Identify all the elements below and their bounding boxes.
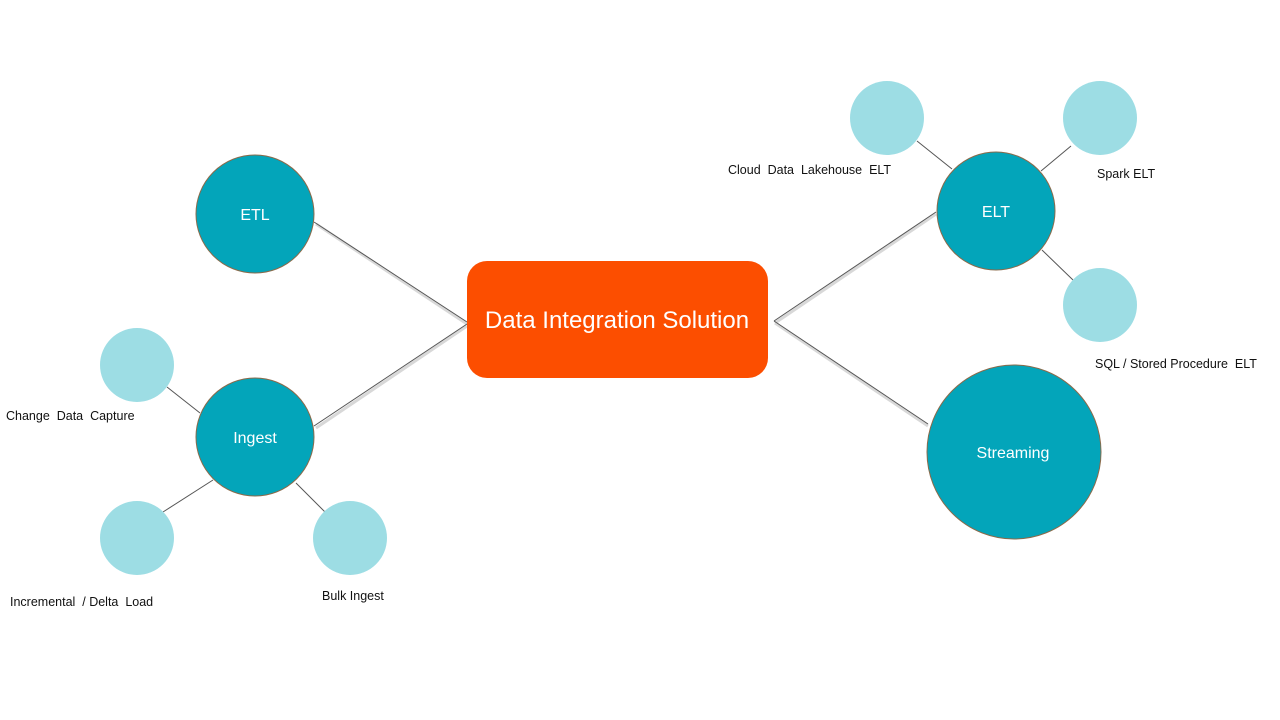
cloud-label: Cloud Data Lakehouse ELT [728,163,891,177]
cdc-label: Change Data Capture [6,409,135,423]
connector-shadow-streaming [774,321,929,428]
ingest-circle[interactable] [195,377,315,497]
streaming-label: Streaming [977,445,1050,462]
leaf-node-bulk[interactable]: Bulk Ingest [313,501,387,603]
streaming-circle[interactable] [926,364,1102,540]
leaf-node-cloud[interactable]: Cloud Data Lakehouse ELT [728,81,924,177]
elt-label: ELT [982,204,1010,221]
ingest-label: Ingest [233,430,277,447]
connector-shadow-elt [774,212,937,325]
connector-elt-spark [1040,145,1072,172]
main-node-box[interactable] [467,261,768,378]
leaf-node-spark[interactable]: Spark ELT [1063,81,1155,181]
sql-circle[interactable] [1063,268,1137,342]
leaf-node-incremental[interactable]: Incremental / Delta Load [10,501,174,609]
category-node-streaming[interactable]: Streaming [926,364,1102,540]
connector-shadow-etl [315,222,468,326]
leaf-node-cdc[interactable]: Change Data Capture [6,328,174,423]
main-node[interactable]: Data Integration Solution [467,261,768,378]
connector-shadow-ingest [315,324,468,430]
connector-elt-cloud [916,140,953,170]
main-node-label: Data Integration Solution [485,307,749,334]
leaf-node-sql[interactable]: SQL / Stored Procedure ELT [1063,268,1257,371]
etl-circle[interactable] [195,154,315,274]
bulk-circle[interactable] [313,501,387,575]
connector-main-ingest [313,323,468,427]
connector-main-streaming [773,320,929,425]
spark-circle[interactable] [1063,81,1137,155]
category-node-etl[interactable]: ETL [195,154,315,274]
connector-main-etl [313,221,468,323]
connectors [162,140,1074,513]
cloud-circle[interactable] [850,81,924,155]
connector-ingest-incremental [162,479,214,513]
connector-ingest-cdc [166,386,201,414]
incremental-circle[interactable] [100,501,174,575]
etl-label: ETL [240,207,269,224]
incremental-label: Incremental / Delta Load [10,595,153,609]
connector-elt-sql [1041,249,1074,281]
connector-ingest-bulk [295,482,326,513]
sql-label: SQL / Stored Procedure ELT [1095,357,1257,371]
elt-circle[interactable] [936,151,1056,271]
category-node-elt[interactable]: ELT [936,151,1056,271]
category-node-ingest[interactable]: Ingest [195,377,315,497]
cdc-circle[interactable] [100,328,174,402]
bulk-label: Bulk Ingest [322,589,384,603]
spark-label: Spark ELT [1097,167,1155,181]
connector-main-elt [773,211,937,322]
